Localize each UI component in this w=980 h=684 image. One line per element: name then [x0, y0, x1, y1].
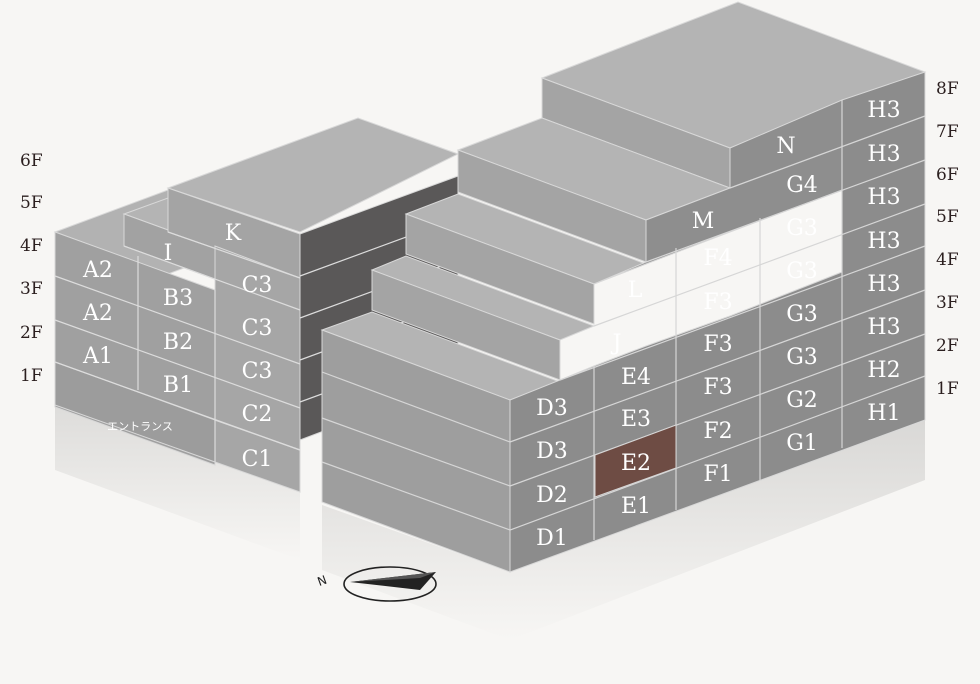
floor-right-6: 2F [936, 336, 959, 356]
side-upper [593, 99, 843, 285]
face-l-front [405, 213, 595, 325]
floor-right-4: 4F [936, 250, 959, 270]
unit-e2-highlight[interactable] [594, 424, 677, 498]
unit-f3-low[interactable]: F3 [703, 375, 732, 400]
entrance-label: エントランス [107, 420, 173, 433]
unit-d1[interactable]: D1 [536, 526, 568, 551]
unit-d3-lower[interactable]: D3 [536, 439, 568, 464]
unit-d2[interactable]: D2 [536, 483, 568, 508]
unit-h3-6f[interactable]: H3 [867, 185, 900, 210]
unit-b1[interactable]: B1 [163, 373, 193, 398]
unit-f2[interactable]: F2 [703, 419, 732, 444]
unit-g1[interactable]: G1 [786, 431, 818, 456]
unit-e4[interactable]: E4 [621, 365, 651, 390]
unit-a2-upper[interactable]: A2 [82, 258, 113, 283]
unit-n[interactable]: N [776, 134, 795, 159]
unit-l[interactable]: L [628, 278, 643, 303]
unit-g3-mid2[interactable]: G3 [786, 302, 818, 327]
unit-h2[interactable]: H2 [867, 358, 900, 383]
unit-e2[interactable]: E2 [621, 451, 651, 476]
floor-left-0: 6F [20, 151, 43, 171]
unit-h3-7f[interactable]: H3 [867, 142, 900, 167]
unit-d3-upper[interactable]: D3 [536, 396, 568, 421]
floor-right-7: 1F [936, 379, 959, 399]
unit-labels: A2 A2 A1 B3 B2 B1 I K C3 C3 C3 C2 C1 エント… [82, 98, 901, 551]
unit-h3-5f[interactable]: H3 [867, 229, 900, 254]
ground-shadow-left [55, 405, 300, 560]
unit-e3[interactable]: E3 [621, 407, 651, 432]
unit-c2[interactable]: C2 [242, 402, 273, 427]
compass-north-label: N [316, 573, 329, 589]
unit-c1[interactable]: C1 [242, 447, 273, 472]
floor-left-4: 2F [20, 323, 43, 343]
unit-g4[interactable]: G4 [786, 173, 818, 198]
unit-f4[interactable]: F4 [703, 246, 732, 271]
floor-right-0: 8F [936, 79, 959, 99]
unit-g3-upper[interactable]: G3 [786, 216, 818, 241]
unit-f3-mid[interactable]: F3 [703, 332, 732, 357]
floor-left-3: 3F [20, 279, 43, 299]
unit-k[interactable]: K [225, 221, 242, 246]
right-floor-lines [321, 100, 926, 540]
floor-right-3: 5F [936, 207, 959, 227]
unit-b2[interactable]: B2 [163, 330, 193, 355]
unit-h3-3f[interactable]: H3 [867, 315, 900, 340]
unit-h1[interactable]: H1 [867, 401, 900, 426]
unit-m[interactable]: M [692, 209, 715, 234]
unit-h3-4f[interactable]: H3 [867, 272, 900, 297]
unit-f3-upper[interactable]: F3 [703, 290, 732, 315]
floor-left-1: 5F [20, 193, 43, 213]
unit-f1[interactable]: F1 [703, 462, 732, 487]
unit-g3-mid[interactable]: G3 [786, 259, 818, 284]
unit-i[interactable]: I [164, 241, 173, 266]
unit-c3-low[interactable]: C3 [242, 359, 273, 384]
unit-h3-8f[interactable]: H3 [867, 98, 900, 123]
floor-labels-left: 6F 5F 4F 3F 2F 1F [20, 151, 43, 386]
unit-c3-mid[interactable]: C3 [242, 316, 273, 341]
floor-left-5: 1F [20, 366, 43, 386]
unit-g3-low[interactable]: G3 [786, 345, 818, 370]
unit-j[interactable]: J [611, 331, 622, 356]
floor-right-5: 3F [936, 293, 959, 313]
unit-c3-top[interactable]: C3 [242, 273, 273, 298]
unit-e1[interactable]: E1 [621, 494, 651, 519]
unit-a1[interactable]: A1 [82, 344, 113, 369]
unit-a2-lower[interactable]: A2 [82, 301, 113, 326]
unit-g2[interactable]: G2 [786, 388, 818, 413]
floor-right-2: 6F [936, 165, 959, 185]
floor-left-2: 4F [20, 236, 43, 256]
floor-right-1: 7F [936, 122, 959, 142]
ground-shadow-right [322, 420, 925, 640]
unit-b3[interactable]: B3 [163, 286, 193, 311]
floor-labels-right: 8F 7F 6F 5F 4F 3F 2F 1F [936, 79, 959, 399]
